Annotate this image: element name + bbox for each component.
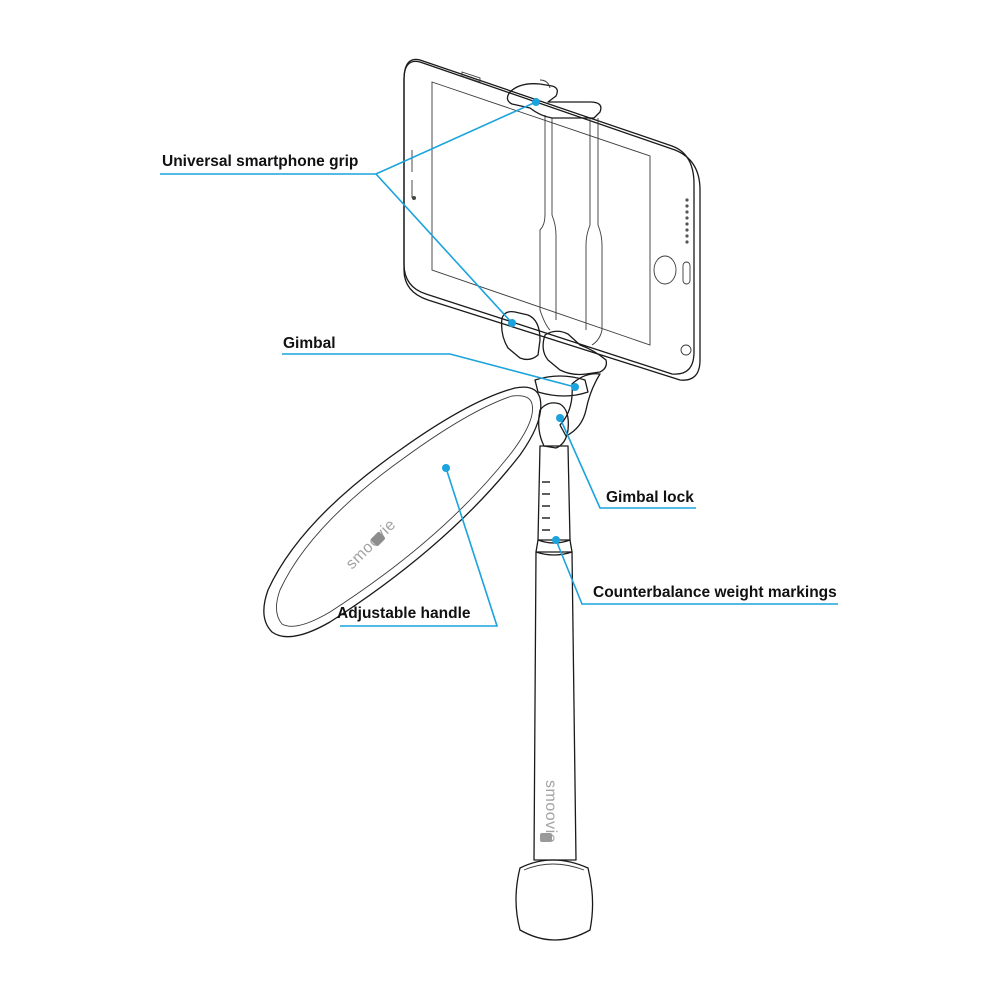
- callout-universal-smartphone-grip: Universal smartphone grip: [160, 98, 540, 327]
- callout-gimbal-lock: Gimbal lock: [556, 414, 696, 509]
- callout-label-gimbal: Gimbal: [283, 335, 336, 352]
- callout-counterbalance-weight-markings: Counterbalance weight markings: [552, 536, 838, 605]
- callout-label-adjustable-handle: Adjustable handle: [337, 605, 471, 622]
- adjustable-handle: smoovie: [263, 386, 542, 638]
- smartphone-grip: [506, 79, 603, 346]
- callout-label-counterbalance-weight-markings: Counterbalance weight markings: [593, 584, 837, 601]
- shaft-brand-wordmark: smoovie: [542, 780, 559, 843]
- callout-adjustable-handle: Adjustable handle: [337, 464, 499, 627]
- stabilizer-shaft: smoovie: [515, 445, 594, 941]
- smartphone: [403, 58, 701, 381]
- handle-brand-wordmark: smoovie: [343, 516, 400, 573]
- callout-label-gimbal-lock: Gimbal lock: [606, 489, 694, 506]
- callout-gimbal: Gimbal: [282, 335, 579, 391]
- callout-label-universal-smartphone-grip: Universal smartphone grip: [162, 153, 358, 170]
- gimbal: [500, 310, 608, 449]
